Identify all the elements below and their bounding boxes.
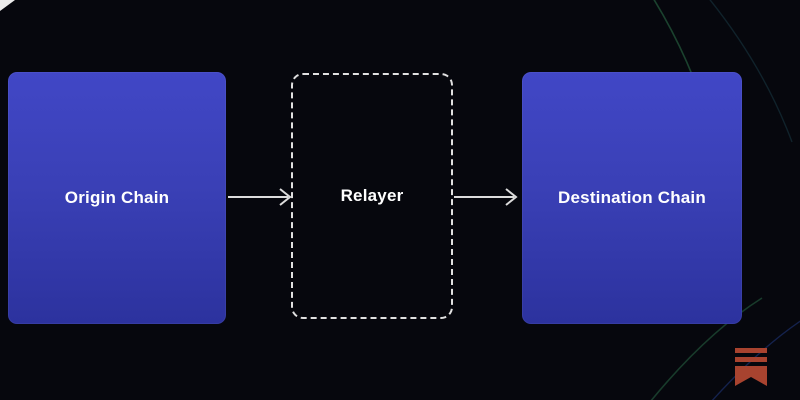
- substack-logo-icon: [735, 348, 767, 386]
- node-destination-chain: Destination Chain: [522, 72, 742, 324]
- substack-logo-bar: [735, 357, 767, 362]
- corner-mark: [0, 0, 15, 11]
- substack-logo-book: [735, 366, 767, 386]
- arrow-relayer-to-destination: [454, 188, 518, 206]
- node-destination-chain-label: Destination Chain: [558, 188, 706, 207]
- node-origin-chain-label: Origin Chain: [64, 188, 170, 207]
- node-relayer: Relayer: [291, 73, 453, 319]
- substack-logo-bar: [735, 348, 767, 353]
- arrow-origin-to-relayer: [228, 188, 292, 206]
- node-relayer-label: Relayer: [340, 186, 404, 205]
- node-origin-chain: Origin Chain: [8, 72, 226, 324]
